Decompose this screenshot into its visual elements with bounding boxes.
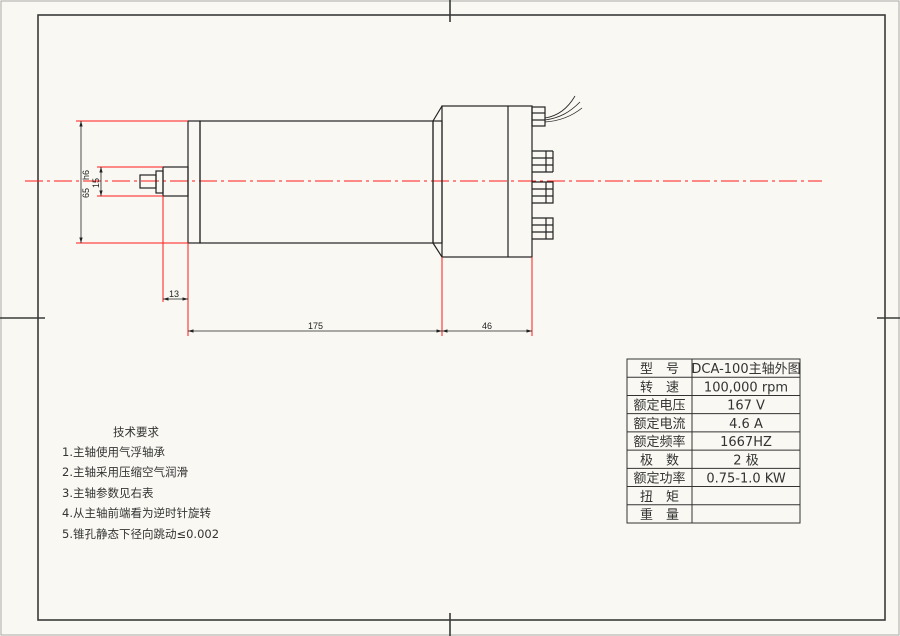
spec-label: 额定电流 [633, 417, 685, 432]
svg-text:h6: h6 [81, 170, 91, 180]
spec-label: 转 速 [640, 380, 679, 395]
svg-text:15: 15 [91, 178, 101, 188]
spec-value: DCA-100主轴外图 [691, 362, 800, 377]
motor-body [199, 120, 434, 244]
tech-requirements-title: 技术要求 [113, 425, 159, 439]
dimension-diameter-15: 15 [91, 167, 103, 196]
shaft-step [155, 170, 164, 194]
spec-value: 167 V [727, 399, 765, 414]
spec-label: 扭 矩 [640, 490, 679, 505]
requirement-item: 1.主轴使用气浮轴承 [62, 445, 165, 459]
tech-requirements: 技术要求 1.主轴使用气浮轴承 2.主轴采用压缩空气润滑 3.主轴参数见右表 4… [62, 425, 219, 541]
flange-chamfer [432, 120, 443, 244]
svg-text:46: 46 [482, 321, 492, 331]
spec-label: 额定频率 [633, 434, 685, 450]
dimension-length-46: 46 [442, 321, 532, 333]
spec-label: 重 量 [640, 507, 679, 523]
front-plate [187, 120, 201, 244]
spec-value: 4.6 A [729, 417, 763, 432]
requirement-item: 3.主轴参数见右表 [62, 486, 154, 500]
requirement-item: 4.从主轴前端看为逆时针旋转 [62, 506, 211, 520]
spec-label: 型 号 [640, 362, 679, 377]
spec-label: 额定电压 [633, 399, 685, 414]
spec-value: 1667HZ [720, 435, 772, 450]
spec-value: 100,000 rpm [704, 380, 788, 395]
svg-text:13: 13 [169, 289, 179, 299]
cable-connector [531, 95, 583, 127]
requirement-item: 2.主轴采用压缩空气润滑 [62, 465, 188, 479]
extension-lines [76, 120, 533, 336]
svg-text:65: 65 [81, 188, 91, 198]
spec-value: 0.75-1.0 KW [706, 472, 786, 487]
spec-value: 2 极 [733, 453, 758, 468]
requirement-item: 5.锥孔静态下径向跳动≤0.002 [62, 527, 219, 541]
dimension-diameter-65: 65 h6 [79, 121, 91, 243]
spindle-outline [139, 95, 583, 258]
spec-label: 极 数 [640, 453, 679, 468]
dimension-length-175: 175 [188, 321, 442, 333]
spec-label: 额定功率 [633, 471, 685, 487]
svg-text:175: 175 [308, 321, 323, 331]
air-fittings [532, 150, 554, 240]
dimension-length-13: 13 [163, 289, 188, 301]
